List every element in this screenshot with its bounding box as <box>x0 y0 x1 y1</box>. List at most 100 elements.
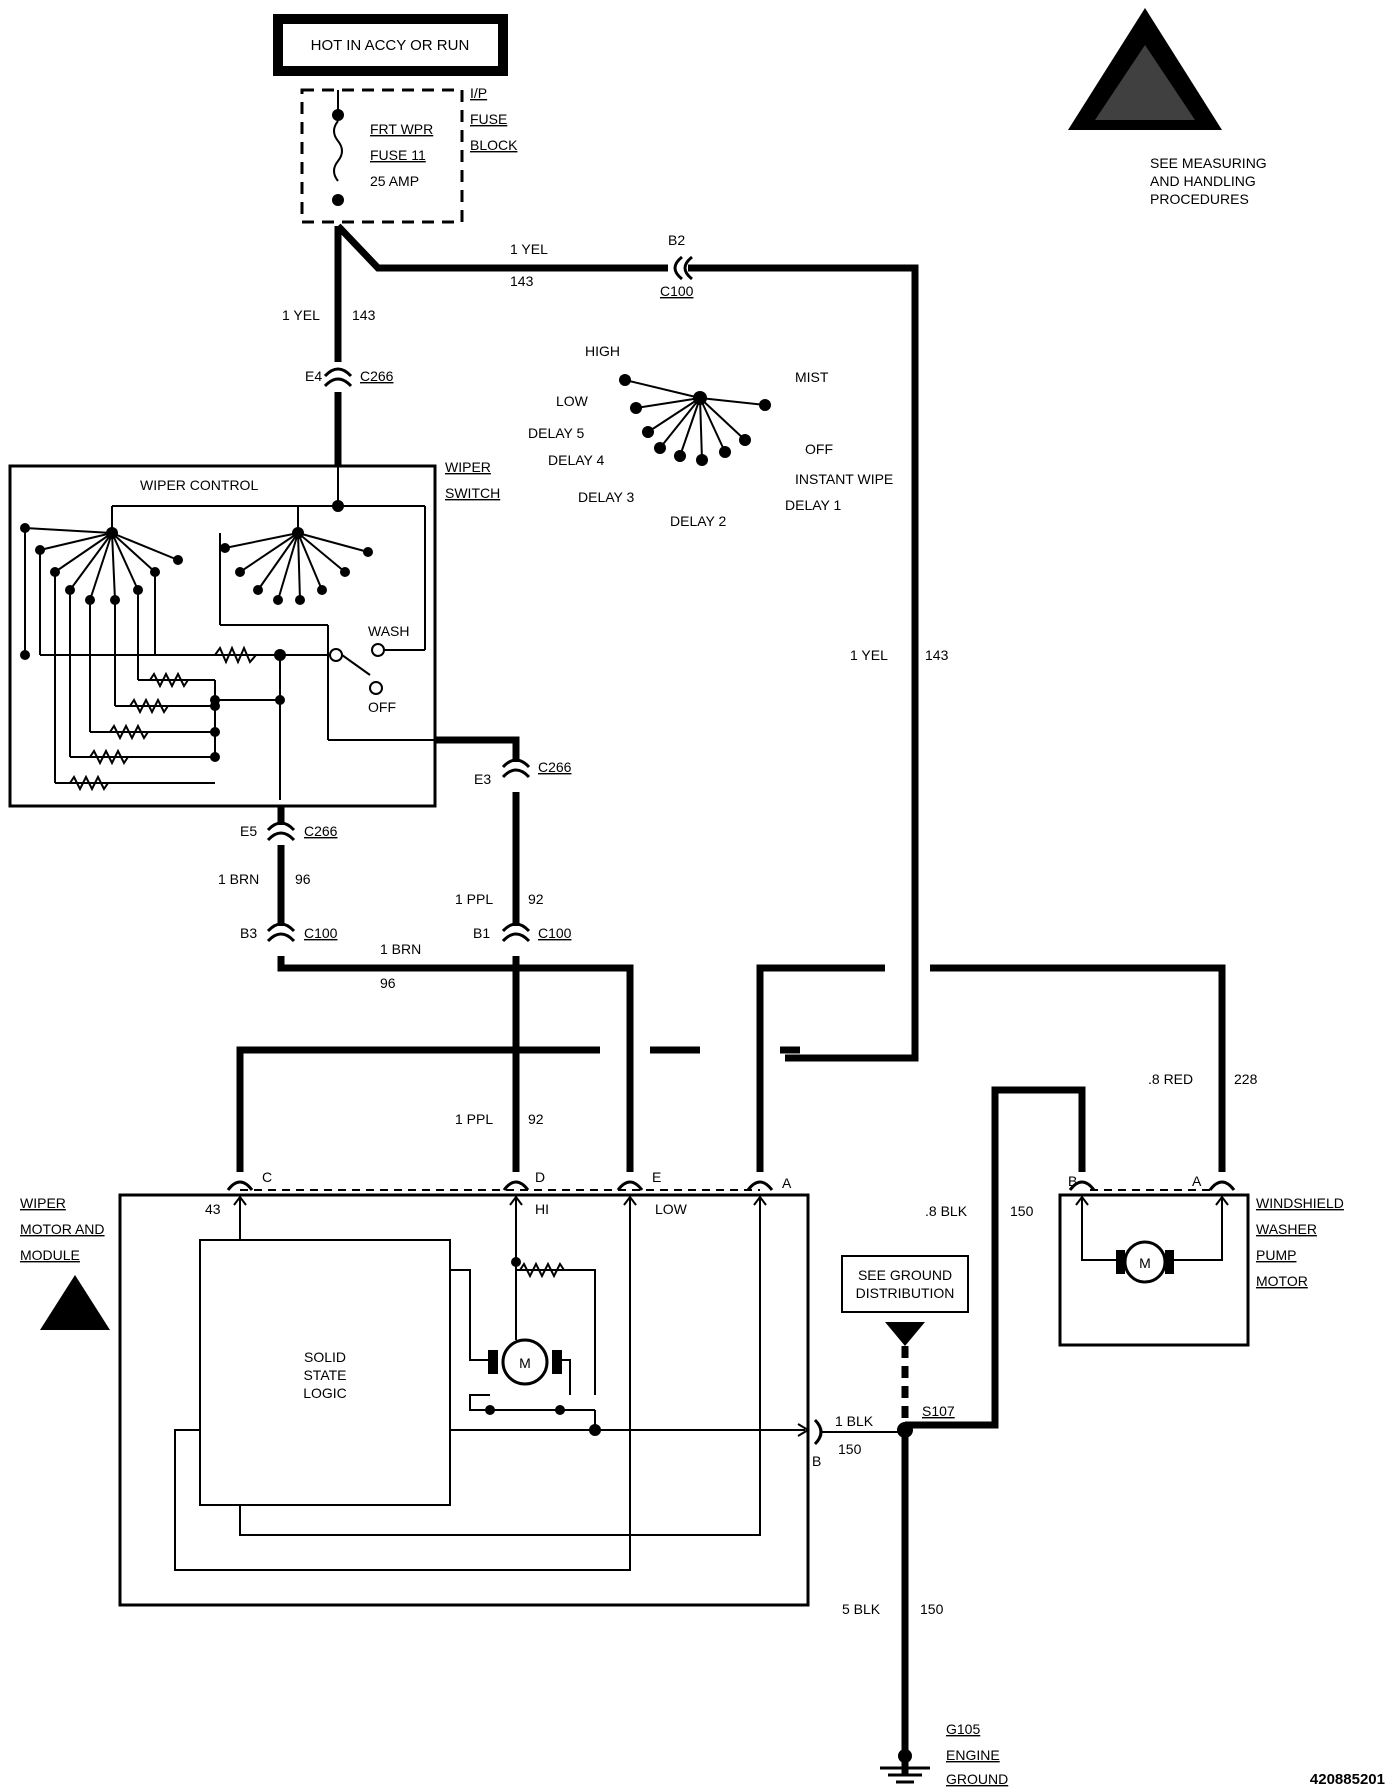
motor-name-3: MODULE <box>20 1247 80 1263</box>
esd-line-3: PROCEDURES <box>1150 191 1249 207</box>
wire-92-96 <box>236 736 1226 1429</box>
fuse-rating: 25 AMP <box>370 173 419 189</box>
pos-delay2: DELAY 2 <box>670 513 727 529</box>
wire-143 <box>334 223 919 1062</box>
wiper-motor-icon <box>501 1338 549 1386</box>
pin-d: D <box>535 1169 545 1185</box>
esd-warning-icon <box>1068 8 1222 130</box>
pos-delay3: DELAY 3 <box>578 489 635 505</box>
pos-low: LOW <box>556 393 589 409</box>
w96-circuit-2: 96 <box>380 975 396 991</box>
pin-d-label: HI <box>535 1201 549 1217</box>
pos-delay5: DELAY 5 <box>528 425 585 441</box>
w143-circuit-2: 143 <box>510 273 534 289</box>
pin-e: E <box>652 1169 661 1185</box>
w150b-circuit: 150 <box>838 1441 862 1457</box>
w92-size-2: 1 PPL <box>455 1111 493 1127</box>
pin-a: A <box>782 1175 792 1191</box>
switch-name-2: SWITCH <box>445 485 500 501</box>
wiper-motor-symbol: M <box>519 1355 531 1371</box>
pump-pin-a: A <box>1192 1173 1202 1189</box>
pos-mist: MIST <box>795 369 829 385</box>
conn-e3: E3 <box>474 771 491 787</box>
ground-circuit: SEE GROUND DISTRIBUTION S107 1 BLK 150 5… <box>820 1255 1008 1787</box>
esd-small-icon <box>40 1275 110 1330</box>
pump-name-3: PUMP <box>1256 1247 1296 1263</box>
esd-line-1: SEE MEASURING <box>1150 155 1267 171</box>
w150a-size: .8 BLK <box>925 1203 968 1219</box>
fuse-name: FRT WPR <box>370 121 433 137</box>
ground-name-2: ENGINE <box>946 1747 1000 1763</box>
w143-size-3: 1 YEL <box>850 647 888 663</box>
conn-e5: E5 <box>240 823 257 839</box>
pump-pin-b: B <box>1068 1173 1077 1189</box>
wiper-switch: WIPER CONTROL WIPER SWITCH WASH OF <box>8 459 500 808</box>
pin-c-circuit: 43 <box>205 1201 221 1217</box>
pin-b: B <box>812 1453 821 1469</box>
conn-c100-b2: C100 <box>660 283 694 299</box>
pump-motor-symbol: M <box>1139 1255 1151 1271</box>
see-ground-2: DISTRIBUTION <box>856 1285 955 1301</box>
w143-circuit-3: 143 <box>925 647 949 663</box>
pos-off: OFF <box>805 441 833 457</box>
pump-name-4: MOTOR <box>1256 1273 1308 1289</box>
esd-warning: SEE MEASURING AND HANDLING PROCEDURES <box>1068 8 1267 207</box>
conn-c266-e3: C266 <box>538 759 572 775</box>
conn-b2: B2 <box>668 232 685 248</box>
w150a-circuit: 150 <box>1010 1203 1034 1219</box>
fuse-block-label-3: BLOCK <box>470 137 518 153</box>
see-ground-1: SEE GROUND <box>858 1267 952 1283</box>
switch-off: OFF <box>368 699 396 715</box>
switch-wash: WASH <box>368 623 409 639</box>
w143-circuit-1: 143 <box>352 307 376 323</box>
power-source-label: HOT IN ACCY OR RUN <box>311 37 470 54</box>
conn-c266-e4: C266 <box>360 368 394 384</box>
w228-circuit: 228 <box>1234 1071 1258 1087</box>
pump-name-1: WINDSHIELD <box>1256 1195 1344 1211</box>
pin-c: C <box>262 1169 272 1185</box>
conn-c100-b1: C100 <box>538 925 572 941</box>
pump-name-2: WASHER <box>1256 1221 1317 1237</box>
splice-label: S107 <box>922 1403 955 1419</box>
pos-delay4: DELAY 4 <box>548 452 605 468</box>
w92-size-1: 1 PPL <box>455 891 493 907</box>
conn-b1: B1 <box>473 925 490 941</box>
w143-size-2: 1 YEL <box>510 241 548 257</box>
logic-2: STATE <box>303 1367 346 1383</box>
fuse-number: FUSE 11 <box>370 147 426 163</box>
logic-1: SOLID <box>304 1349 346 1365</box>
pin-e-label: LOW <box>655 1201 688 1217</box>
conn-c266-e5: C266 <box>304 823 338 839</box>
w96-size-1: 1 BRN <box>218 871 259 887</box>
pos-high: HIGH <box>585 343 620 359</box>
w96-size-2: 1 BRN <box>380 941 421 957</box>
w150c-size: 5 BLK <box>842 1601 881 1617</box>
esd-line-2: AND HANDLING <box>1150 173 1256 189</box>
w96-circuit-1: 96 <box>295 871 311 887</box>
washer-pump-motor: B A M WINDSHIELD WASHER PUMP MOTOR <box>1058 1173 1344 1347</box>
ground-ref-icon <box>885 1322 925 1346</box>
splice-s107 <box>897 1422 913 1438</box>
wiper-motor-module: WIPER MOTOR AND MODULE C D E A B 43 HI L… <box>20 1169 823 1607</box>
conn-c100-b3: C100 <box>304 925 338 941</box>
conn-e4: E4 <box>305 368 322 384</box>
ground-name-3: GROUND <box>946 1771 1008 1787</box>
ground-name-1: G105 <box>946 1721 980 1737</box>
switch-name-1: WIPER <box>445 459 491 475</box>
switch-title: WIPER CONTROL <box>140 477 258 493</box>
conn-b3: B3 <box>240 925 257 941</box>
fuse-symbol <box>333 120 343 182</box>
pos-delay1: DELAY 1 <box>785 497 842 513</box>
switch-positions-legend: HIGH LOW DELAY 5 DELAY 4 DELAY 3 DELAY 2… <box>528 343 893 529</box>
motor-name-1: WIPER <box>20 1195 66 1211</box>
motor-name-2: MOTOR AND <box>20 1221 105 1237</box>
w150b-size: 1 BLK <box>835 1413 874 1429</box>
fuse-block-label-2: FUSE <box>470 111 507 127</box>
fuse-block-label-1: I/P <box>470 85 487 101</box>
w150c-circuit: 150 <box>920 1601 944 1617</box>
w92-circuit-2: 92 <box>528 1111 544 1127</box>
power-source-box: HOT IN ACCY OR RUN <box>273 14 508 76</box>
pos-instant: INSTANT WIPE <box>795 471 893 487</box>
w143-size-1: 1 YEL <box>282 307 320 323</box>
